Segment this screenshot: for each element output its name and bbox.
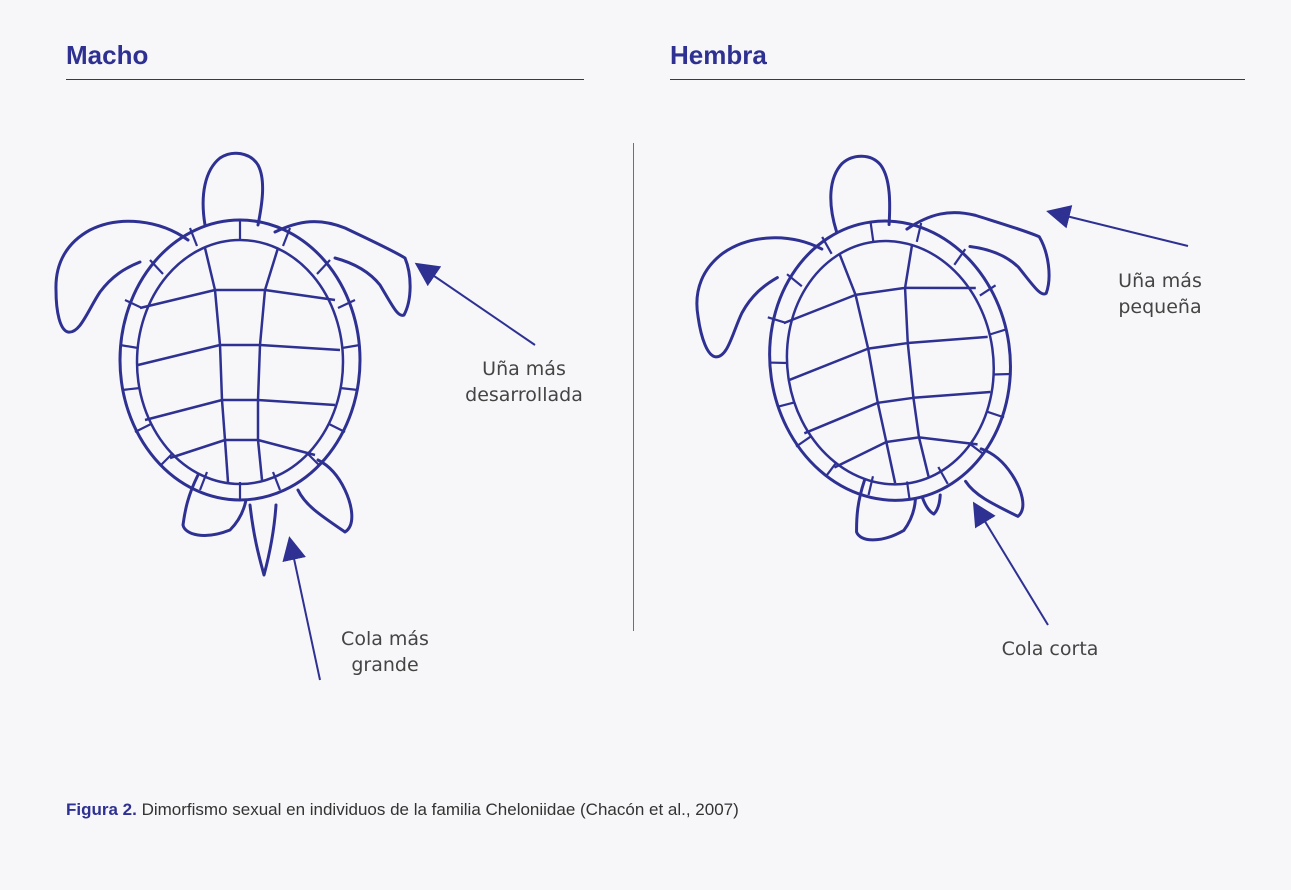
label-male-tail-line1: Cola más (310, 626, 460, 652)
female-carapace-outer (752, 205, 1029, 516)
label-male-claw: Uña más desarrollada (424, 356, 624, 408)
female-turtle-illustration (0, 0, 1291, 700)
female-marginal-scutes (752, 205, 1029, 516)
label-female-tail: Cola corta (975, 636, 1125, 662)
female-tail (922, 495, 942, 515)
figure-caption: Figura 2. Dimorfismo sexual en individuo… (66, 800, 739, 820)
figure-number: Figura 2. (66, 800, 137, 819)
label-male-tail-line2: grande (310, 652, 460, 678)
label-female-claw-line2: pequeña (1085, 294, 1235, 320)
female-rear-right-flipper (961, 444, 1024, 523)
female-central-scutes (773, 236, 1006, 496)
label-female-claw: Uña más pequeña (1085, 268, 1235, 320)
label-male-claw-line2: desarrollada (424, 382, 624, 408)
female-claw-arrow (1050, 212, 1188, 246)
label-male-claw-line1: Uña más (424, 356, 624, 382)
figure-caption-text: Dimorfismo sexual en individuos de la fa… (137, 800, 739, 819)
label-female-claw-line1: Uña más (1085, 268, 1235, 294)
label-male-tail: Cola más grande (310, 626, 460, 678)
female-front-right-flipper (905, 200, 1052, 312)
female-tail-arrow (975, 505, 1048, 625)
